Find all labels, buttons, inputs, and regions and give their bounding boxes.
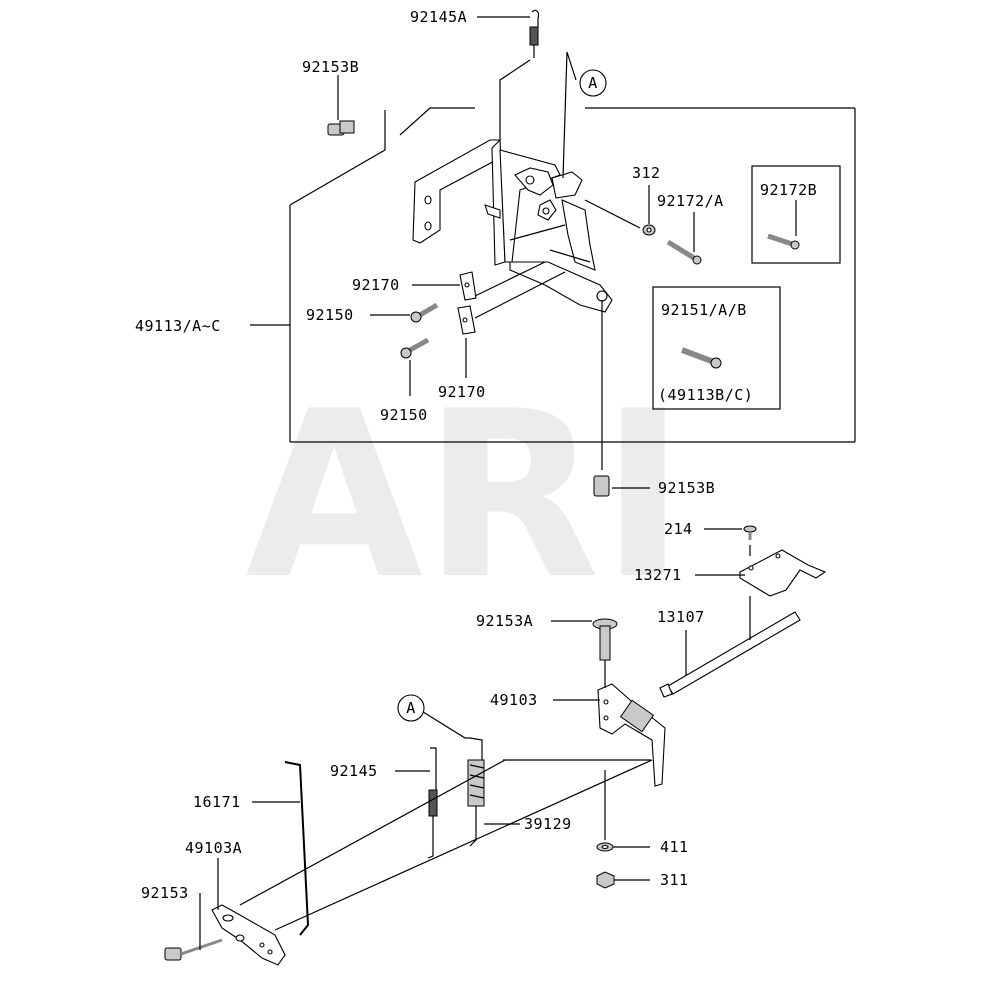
spring-92145A (499, 9, 540, 140)
spring-92145 (427, 747, 438, 859)
control-bracket-assembly (412, 138, 613, 313)
label-92151: 92151/A/B (661, 301, 747, 319)
svg-text:A: A (406, 699, 416, 717)
nut-312 (584, 199, 656, 236)
leader-lines (199, 16, 797, 950)
label-92172B: 92172B (760, 181, 817, 199)
label-311: 311 (660, 871, 689, 889)
callout-a-bottom: A (397, 694, 425, 722)
label-92145A: 92145A (410, 8, 467, 26)
washer-411 (596, 770, 614, 852)
assembly-frame (289, 107, 856, 443)
label-39129: 39129 (524, 815, 572, 833)
label-92145: 92145 (330, 762, 378, 780)
screw-92172A (666, 239, 702, 265)
callout-a-top: A (579, 69, 607, 97)
label-49113: 49113/A~C (135, 317, 221, 335)
clip-92170-upper (459, 261, 546, 301)
rod-16171 (284, 761, 310, 936)
label-92150-upper: 92150 (306, 306, 354, 324)
label-411: 411 (660, 838, 689, 856)
bolt-92153B-top (327, 120, 355, 136)
label-92170-upper: 92170 (352, 276, 400, 294)
plate-49103A (211, 904, 286, 966)
label-92153B-mid: 92153B (658, 479, 715, 497)
label-13107: 13107 (657, 608, 705, 626)
plate-13271 (739, 549, 827, 597)
label-92153: 92153 (141, 884, 189, 902)
screw-214 (743, 525, 757, 556)
label-312: 312 (632, 164, 661, 182)
shaft-13107 (659, 596, 801, 698)
label-92153A: 92153A (476, 612, 533, 630)
bolt-92153B-mid (593, 300, 610, 497)
spring-39129 (467, 737, 485, 847)
label-49103A: 49103A (185, 839, 242, 857)
screw-92172B-box (751, 165, 841, 264)
label-92170-lower: 92170 (438, 383, 486, 401)
screw-92150-upper (410, 302, 439, 323)
nut-311 (596, 871, 615, 889)
screw-92151-box (652, 286, 781, 410)
label-16171: 16171 (193, 793, 241, 811)
bolt-92153 (164, 938, 223, 961)
label-49103: 49103 (490, 691, 538, 709)
watermark-text: ARI (245, 363, 686, 630)
bolt-92153A (592, 618, 618, 661)
label-92153B-top: 92153B (302, 58, 359, 76)
screw-92150-lower (400, 337, 430, 359)
clip-92170-lower (457, 271, 566, 335)
label-49113BC: (49113B/C) (658, 386, 753, 404)
linkage-rod (239, 759, 653, 931)
svg-text:A: A (588, 74, 598, 92)
lever-49103 (597, 660, 666, 787)
label-92172A: 92172/A (657, 192, 724, 210)
label-214: 214 (664, 520, 693, 538)
label-92150-lower: 92150 (380, 406, 428, 424)
part-labels: 92145A 92153B 312 92172/A 92172B 92170 9… (135, 8, 817, 902)
label-13271: 13271 (634, 566, 682, 584)
